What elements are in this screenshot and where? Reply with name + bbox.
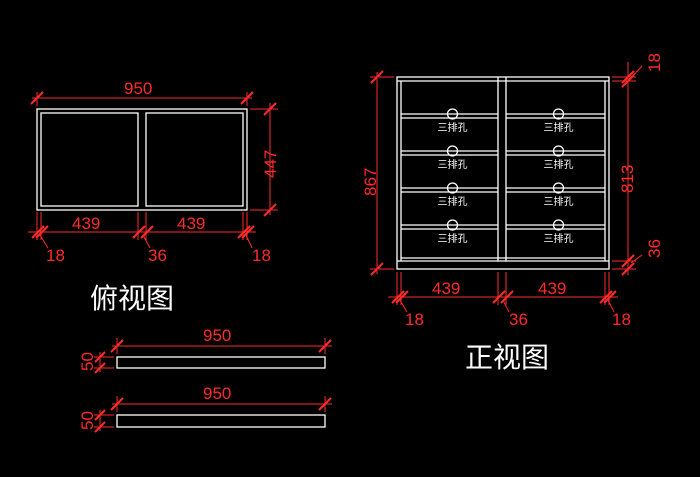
top-view-right-bay-label: 439 (177, 214, 205, 233)
top-view-left-bay (40, 112, 139, 207)
drawer-front: 三排孔 (401, 182, 498, 208)
panel-2-thickness-label: 50 (78, 411, 97, 430)
front-view-right-side-label: 18 (612, 310, 631, 329)
drawer-front: 三排孔 (401, 108, 498, 134)
top-view-title: 俯视图 (90, 282, 174, 315)
drawer-knob (552, 108, 565, 120)
panel-2: 950 50 (78, 384, 332, 433)
drawer-label: 三排孔 (544, 158, 574, 171)
drawer-knob (446, 108, 459, 120)
drawer-knob (446, 145, 459, 157)
front-view-bay-dimensions: 439 439 18 36 18 (388, 272, 631, 329)
drawer-front: 三排孔 (506, 145, 605, 171)
drawer-knob (552, 145, 565, 157)
panel-2-width-label: 950 (203, 384, 231, 403)
drawer-label: 三排孔 (544, 121, 574, 134)
drawer-front: 三排孔 (506, 108, 605, 134)
drawer-front: 三排孔 (401, 145, 498, 171)
drawer-knob (446, 182, 459, 194)
drawer-label: 三排孔 (438, 195, 468, 208)
top-view-outline (36, 108, 248, 211)
front-view-inner-height-label: 813 (618, 165, 637, 193)
drawer-label: 三排孔 (544, 232, 574, 245)
top-view-left-side-label: 18 (46, 246, 65, 265)
front-view-top-thickness-label: 18 (645, 53, 664, 72)
top-view-width-label: 950 (124, 79, 152, 98)
front-view-right-dimensions: 18 813 36 (612, 53, 664, 276)
drawer-label: 三排孔 (544, 195, 574, 208)
top-view-middle-divider-label: 36 (148, 246, 167, 265)
drawer-front: 三排孔 (506, 219, 605, 245)
drawer-label: 三排孔 (438, 121, 468, 134)
top-view: 950 447 4 (28, 79, 280, 315)
top-view-bay-dimensions: 439 439 18 36 18 (28, 212, 271, 265)
top-view-right-bay (145, 112, 244, 207)
front-view-left-side-label: 18 (405, 310, 424, 329)
panel-1-width-label: 950 (203, 326, 231, 345)
panel-1: 950 50 (78, 326, 332, 374)
front-view-base-height-label: 36 (645, 239, 664, 258)
drawer-knob (552, 182, 565, 194)
front-view-right-bay-label: 439 (538, 279, 566, 298)
drawer-knob (446, 219, 459, 231)
drawer-knob (552, 219, 565, 231)
front-view-title: 正视图 (465, 341, 549, 374)
top-view-left-bay-label: 439 (72, 214, 100, 233)
front-view-outline (396, 76, 610, 270)
panel-1-outline (116, 356, 326, 369)
panel-1-thickness-label: 50 (78, 352, 97, 371)
front-view-total-height-dimension: 867 (361, 70, 394, 276)
drawer-label: 三排孔 (438, 158, 468, 171)
front-view-middle-divider-label: 36 (509, 310, 528, 329)
drawer-label: 三排孔 (438, 232, 468, 245)
panel-2-outline (116, 414, 326, 428)
top-view-depth-label: 447 (261, 150, 280, 178)
drawer-front: 三排孔 (506, 182, 605, 208)
drawer-front: 三排孔 (401, 219, 498, 245)
top-view-right-side-label: 18 (252, 246, 271, 265)
top-view-width-dimension: 950 (30, 79, 254, 106)
top-view-depth-dimension: 447 (250, 102, 280, 217)
front-view-total-height-label: 867 (361, 168, 380, 196)
front-view-left-bay-label: 439 (432, 279, 460, 298)
